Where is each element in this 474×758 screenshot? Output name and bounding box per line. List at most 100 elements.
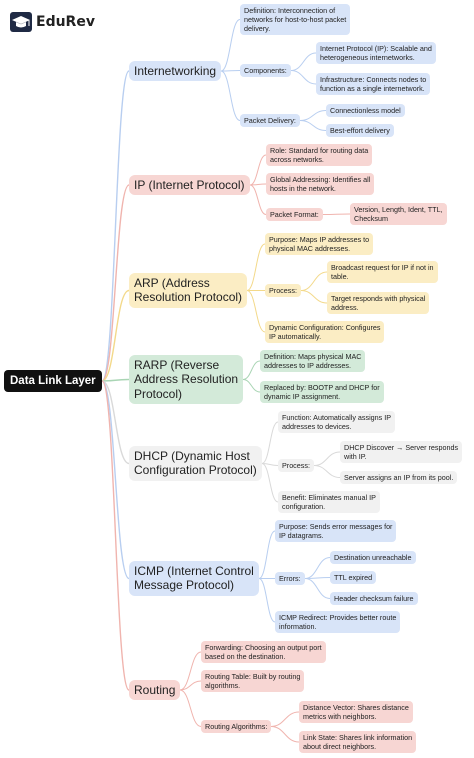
detail-dhcp-server-assigns: Server assigns an IP from its pool. <box>340 471 458 484</box>
connector-topic-to-detail <box>249 154 267 186</box>
node-text-line: physical MAC addresses. <box>269 244 351 253</box>
connector-detail-to-subdetail <box>304 578 331 599</box>
node-text-line: Address Resolution <box>134 372 239 387</box>
connector-detail-to-subdetail <box>313 465 341 478</box>
node-text-line: Global Addressing: Identifies all <box>270 175 371 184</box>
node-text-line: Replaced by: BOOTP and DHCP for <box>264 383 380 392</box>
node-text-line: Routing <box>134 683 176 697</box>
connector-topic-to-detail <box>258 530 276 579</box>
connector-topic-to-detail <box>242 379 261 393</box>
node-text-line: Configuration Protocol) <box>134 463 257 478</box>
node-text-line: metrics with neighbors. <box>303 712 377 721</box>
connector-detail-to-subdetail <box>299 120 327 131</box>
connector-root-to-topic <box>101 380 130 691</box>
node-text-line: Resolution Protocol) <box>134 290 243 305</box>
connector-detail-to-subdetail <box>300 271 328 291</box>
detail-internetworking-best-effort: Best-effort delivery <box>326 124 394 137</box>
connector-detail-to-subdetail <box>270 726 300 743</box>
node-text-line: Connectionless model <box>330 106 401 115</box>
node-text-line: Routing Algorithms: <box>205 722 268 731</box>
topic-ip: IP (Internet Protocol) <box>129 175 250 196</box>
node-text-line: ARP (Address <box>134 276 210 290</box>
node-text-line: hosts in the network. <box>270 184 336 193</box>
connector-topic-to-detail <box>220 70 241 121</box>
connector-topic-to-detail <box>261 463 279 503</box>
node-text-line: Forwarding: Choosing an output port <box>205 643 322 652</box>
node-text-line: Checksum <box>354 214 388 223</box>
detail-arp-process: Process: <box>265 284 301 297</box>
connector-topic-to-detail <box>249 184 267 215</box>
connector-root-to-topic <box>101 184 130 382</box>
connector-topic-to-detail <box>242 360 261 380</box>
node-text-line: Process: <box>269 286 297 295</box>
connector-topic-to-detail <box>179 651 202 691</box>
node-text-line: Role: Standard for routing data <box>270 146 369 155</box>
node-text-line: DHCP (Dynamic Host <box>134 449 250 463</box>
detail-icmp-destination-unreachable: Destination unreachable <box>330 551 416 564</box>
detail-ip-packet-fields: Version, Length, Ident, TTL,Checksum <box>350 203 447 225</box>
node-text-line: Target responds with physical <box>331 294 426 303</box>
connector-topic-to-detail <box>261 463 279 466</box>
node-text-line: DHCP Discover → Server responds <box>344 443 459 452</box>
node-text-line: Destination unreachable <box>334 553 412 562</box>
root-node: Data Link Layer <box>4 370 102 393</box>
node-text-line: delivery. <box>244 24 271 33</box>
node-text-line: with IP. <box>344 452 367 461</box>
node-text-line: Best-effort delivery <box>330 126 390 135</box>
node-text-line: across networks. <box>270 155 324 164</box>
node-text-line: networks for host-to-host packet <box>244 15 347 24</box>
node-text-line: RARP (Reverse <box>134 358 220 372</box>
connector-topic-to-detail <box>246 243 266 291</box>
detail-internetworking-connectionless: Connectionless model <box>326 104 405 117</box>
connector-topic-to-detail <box>220 70 241 72</box>
node-text-line: configuration. <box>282 502 326 511</box>
detail-icmp-header-checksum: Header checksum failure <box>330 592 418 605</box>
connector-detail-to-subdetail <box>299 110 327 121</box>
node-text-line: IP automatically. <box>269 332 322 341</box>
detail-routing-algorithms: Routing Algorithms: <box>201 720 272 733</box>
node-text-line: Internet Protocol (IP): Scalable and <box>320 44 432 53</box>
detail-icmp-errors: Errors: <box>275 572 305 585</box>
connector-topic-to-detail <box>246 290 266 333</box>
node-text-line: Definition: Maps physical MAC <box>264 352 362 361</box>
connector-topic-to-detail <box>258 578 276 623</box>
node-text-line: Packet Format: <box>270 210 319 219</box>
node-text-line: Function: Automatically assigns IP <box>282 413 392 422</box>
connector-topic-to-detail <box>179 689 202 727</box>
connector-root-to-topic <box>101 70 130 382</box>
node-text-line: information. <box>279 622 317 631</box>
detail-ip-packet-format: Packet Format: <box>266 208 323 221</box>
node-text-line: algorithms. <box>205 681 241 690</box>
node-text-line: heterogeneous internetworks. <box>320 53 415 62</box>
connector-root-to-topic <box>101 380 130 580</box>
topic-routing: Routing <box>129 680 181 701</box>
detail-internetworking-packet-delivery: Packet Delivery: <box>240 114 300 127</box>
node-text-line: ICMP Redirect: Provides better route <box>279 613 397 622</box>
node-text-line: Link State: Shares link information <box>303 733 413 742</box>
node-text-line: Dynamic Configuration: Configures <box>269 323 381 332</box>
node-text-line: IP (Internet Protocol) <box>134 178 245 192</box>
detail-dhcp-process: Process: <box>278 459 314 472</box>
brand-logo: EduRev <box>10 11 95 33</box>
connector-detail-to-subdetail <box>290 52 317 71</box>
node-text-line: Protocol) <box>134 386 183 401</box>
connector-detail-to-subdetail <box>313 451 341 466</box>
node-text-line: Internetworking <box>134 64 217 78</box>
node-text-line: IP datagrams. <box>279 531 324 540</box>
